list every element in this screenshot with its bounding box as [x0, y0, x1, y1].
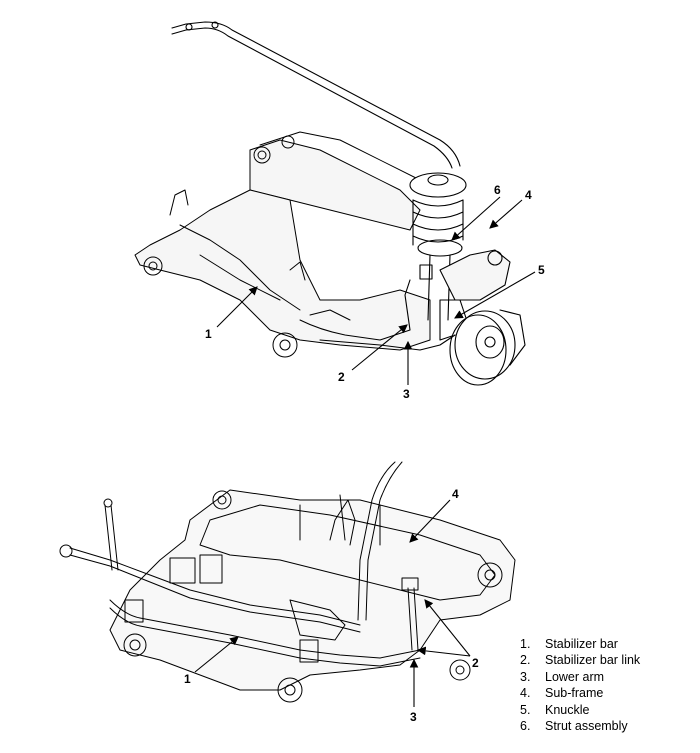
bottom-stabilizer-link-left — [104, 504, 119, 571]
bottom-steering-rack — [59, 544, 361, 641]
bottom-leader-1 — [194, 636, 239, 673]
legend-number: 2. — [520, 653, 531, 668]
top-subframe — [134, 131, 431, 358]
legend-number: 3. — [520, 669, 531, 684]
bottom-hose-inner — [365, 461, 403, 621]
top-leader-6 — [451, 196, 501, 241]
bottom-leaders — [194, 499, 471, 707]
legend-item: 4. Sub-frame — [520, 685, 640, 701]
legend-number: 5. — [520, 702, 531, 717]
legend-item: 5. Knuckle — [520, 702, 640, 718]
legend-label: Lower arm — [545, 669, 605, 684]
bottom-stabilizer-bar — [109, 599, 421, 667]
top-stabilizer-link — [404, 279, 411, 331]
top-callout-1: 1 — [205, 327, 212, 341]
legend-number: 1. — [520, 637, 531, 651]
legend-label: Stabilizer bar — [545, 637, 618, 651]
top-callout-3: 3 — [403, 387, 410, 401]
top-callout-4: 4 — [525, 188, 532, 202]
legend-item: 6. Strut assembly — [520, 718, 640, 734]
bottom-assembly-illustration — [59, 461, 516, 703]
legend-label: Strut assembly — [545, 719, 628, 734]
parts-legend: 1. Stabilizer bar 2. Stabilizer bar link 3… — [520, 636, 640, 734]
legend-item: 3. Lower arm — [520, 669, 640, 685]
top-assembly-illustration — [134, 21, 526, 386]
top-callout-6: 6 — [494, 183, 501, 197]
legend-number: 4. — [520, 686, 531, 701]
top-leader-5 — [454, 271, 536, 319]
bottom-leader-4 — [409, 499, 451, 543]
bottom-leader-2a — [424, 599, 471, 657]
top-leader-4 — [489, 199, 523, 229]
top-strut-spring — [409, 172, 467, 321]
top-leaders — [216, 196, 536, 385]
top-lower-arm — [319, 334, 456, 351]
bottom-leader-2b — [416, 646, 471, 657]
top-callout-2: 2 — [338, 370, 345, 384]
bottom-callout-4: 4 — [452, 487, 459, 501]
top-leader-2 — [351, 324, 408, 371]
legend-item: 1. Stabilizer bar — [520, 636, 640, 652]
legend-label: Stabilizer bar link — [545, 653, 641, 668]
top-callout-5: 5 — [538, 263, 545, 277]
top-stabilizer-bar — [171, 21, 461, 169]
top-knuckle-hub — [439, 249, 526, 386]
bottom-stabilizer-link-right — [407, 587, 419, 651]
top-leader-1 — [216, 286, 258, 328]
bottom-callout-1: 1 — [184, 672, 191, 686]
legend-label: Sub-frame — [545, 686, 604, 701]
bottom-subframe — [109, 489, 516, 703]
legend-item: 2. Stabilizer bar link — [520, 652, 640, 668]
bottom-callout-3: 3 — [410, 710, 417, 724]
bottom-hose — [357, 461, 396, 621]
legend-number: 6. — [520, 719, 531, 734]
bottom-callout-2: 2 — [472, 656, 479, 670]
legend-label: Knuckle — [545, 702, 590, 717]
